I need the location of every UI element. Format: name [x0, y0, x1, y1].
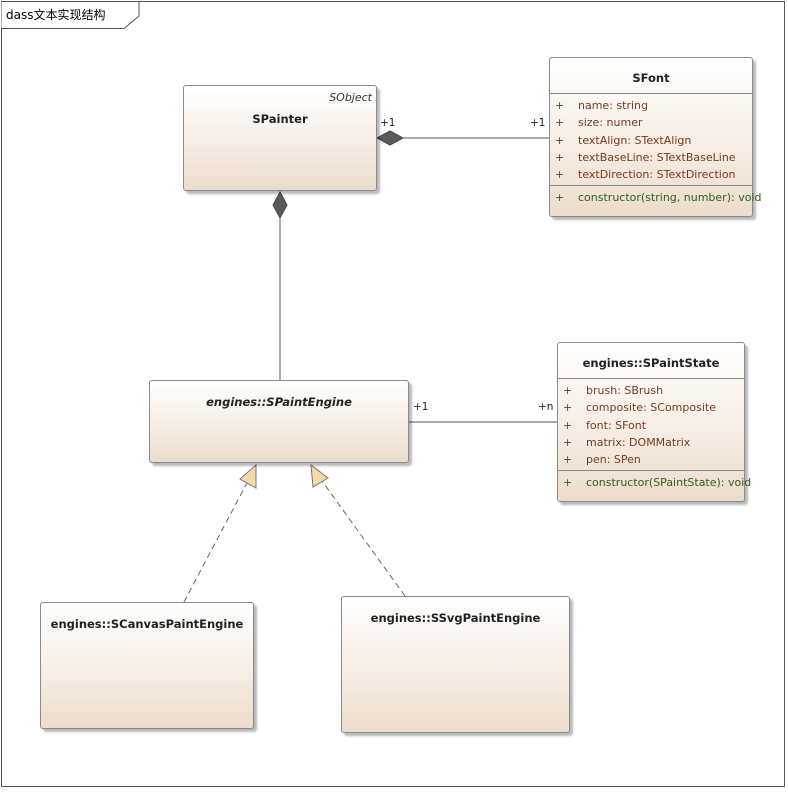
- compartment-divider: [558, 470, 744, 472]
- mult-painter-font-target: +1: [530, 117, 546, 129]
- frame-title: dass文本实现结构: [6, 8, 106, 22]
- class-spaintengine[interactable]: engines::SPaintEngine: [149, 380, 409, 463]
- attribute-row: +name: string: [555, 99, 648, 112]
- attribute-row: +pen: SPen: [563, 453, 641, 467]
- class-name: SFont: [632, 71, 670, 85]
- class-name: engines::SPaintEngine: [206, 395, 352, 409]
- operations-compartment: +constructor(SPaintState): void: [558, 471, 752, 493]
- realization-svg-arrowhead: [310, 463, 329, 488]
- class-name: engines::SPaintState: [582, 356, 720, 370]
- frame-title-tab: [1, 1, 140, 29]
- operations-compartment: +constructor(string, number): void: [550, 186, 762, 208]
- attribute-row: +matrix: DOMMatrix: [563, 435, 691, 449]
- compartment-divider: [550, 185, 752, 187]
- attribute-row: +brush: SBrush: [563, 384, 664, 397]
- attribute-row: +textAlign: STextAlign: [555, 133, 692, 147]
- attribute-row: +composite: SComposite: [563, 401, 716, 415]
- stereotype-label: SObject: [329, 91, 372, 104]
- class-name: SPainter: [252, 112, 308, 126]
- class-sfont[interactable]: SFont +name: string +size: numer +textAl…: [549, 57, 762, 217]
- attributes-compartment: +brush: SBrush +composite: SComposite +f…: [558, 379, 744, 470]
- realization-canvas-arrowhead: [239, 463, 257, 489]
- compartment-divider: [550, 93, 752, 94]
- class-scanvaspaintengine[interactable]: engines::SCanvasPaintEngine: [40, 602, 254, 729]
- composition-diamond-right: [375, 130, 405, 146]
- compartment-divider: [558, 378, 744, 379]
- realization-canvas-line: [183, 480, 249, 603]
- realization-svg-line: [321, 480, 406, 597]
- mult-engine-state-source: +1: [413, 401, 429, 413]
- class-name: engines::SCanvasPaintEngine: [50, 617, 244, 631]
- operation-row: +constructor(string, number): void: [555, 191, 762, 205]
- attribute-row: +textDirection: STextDirection: [555, 168, 736, 182]
- attributes-compartment: +name: string +size: numer +textAlign: S…: [550, 94, 752, 185]
- attribute-row: +font: SFont: [563, 418, 647, 432]
- class-spainter[interactable]: SObject SPainter: [183, 85, 377, 191]
- class-name: engines::SSvgPaintEngine: [370, 611, 541, 625]
- mult-painter-font-source: +1: [380, 117, 396, 129]
- mult-engine-state-target: +n: [538, 401, 554, 413]
- class-ssvgpaintengine[interactable]: engines::SSvgPaintEngine: [341, 596, 570, 733]
- composition-diamond-bottom: [272, 190, 288, 220]
- attribute-row: +textBaseLine: STextBaseLine: [555, 150, 736, 164]
- class-spaintstate[interactable]: engines::SPaintState +brush: SBrush +com…: [557, 342, 752, 502]
- attribute-row: +size: numer: [555, 116, 643, 130]
- operation-row: +constructor(SPaintState): void: [563, 476, 752, 490]
